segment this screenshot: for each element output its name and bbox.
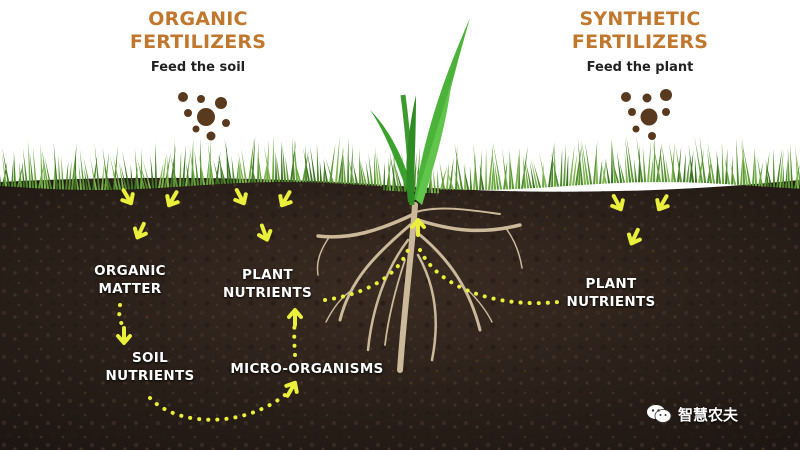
soil-layer	[0, 177, 800, 450]
plant-nutrients-right-label: PLANT NUTRIENTS	[556, 275, 666, 311]
organic-title-line1: ORGANIC	[148, 8, 248, 30]
micro-organisms-label: MICRO-ORGANISMS	[230, 361, 384, 377]
plant-roots	[316, 202, 523, 373]
plant-nutrients-right-line1: PLANT	[585, 276, 637, 292]
synthetic-fertilizers-title: SYNTHETIC FERTILIZERS	[560, 8, 720, 54]
flow-dots	[117, 248, 560, 422]
organic-matter-label: ORGANIC MATTER	[80, 262, 180, 298]
plant-nutrients-left-line1: PLANT	[242, 267, 293, 283]
synthetic-title-line1: SYNTHETIC	[579, 8, 701, 30]
plant-sprout	[370, 18, 470, 206]
soil-nutrients-label: SOIL NUTRIENTS	[90, 349, 210, 385]
organic-matter-line1: ORGANIC	[94, 263, 166, 279]
soil-nutrients-line1: SOIL	[131, 350, 169, 366]
soil-nutrients-line2: NUTRIENTS	[105, 368, 195, 384]
dots-nutrients-to-root	[323, 248, 410, 302]
dots-synthetic-to-root	[418, 248, 560, 306]
watermark-text: 智慧农夫	[678, 405, 739, 424]
synthetic-title-line2: FERTILIZERS	[571, 31, 709, 53]
organic-granules	[178, 92, 230, 141]
synthetic-subtitle: Feed the plant	[586, 60, 694, 75]
plant-nutrients-right-line2: NUTRIENTS	[566, 294, 656, 310]
wechat-icon	[647, 405, 672, 423]
organic-title-line2: FERTILIZERS	[129, 31, 267, 53]
dots-micro-to-plant	[292, 316, 297, 357]
organic-fertilizers-title: ORGANIC FERTILIZERS	[118, 8, 278, 54]
organic-matter-line2: MATTER	[98, 281, 162, 297]
dots-soil-to-micro	[148, 393, 287, 422]
organic-subtitle: Feed the soil	[150, 60, 246, 75]
plant-nutrients-left-line2: NUTRIENTS	[222, 285, 313, 301]
watermark: 智慧农夫	[646, 403, 786, 425]
synthetic-granules	[621, 89, 672, 140]
plant-nutrients-left-label: PLANT NUTRIENTS	[210, 266, 325, 302]
